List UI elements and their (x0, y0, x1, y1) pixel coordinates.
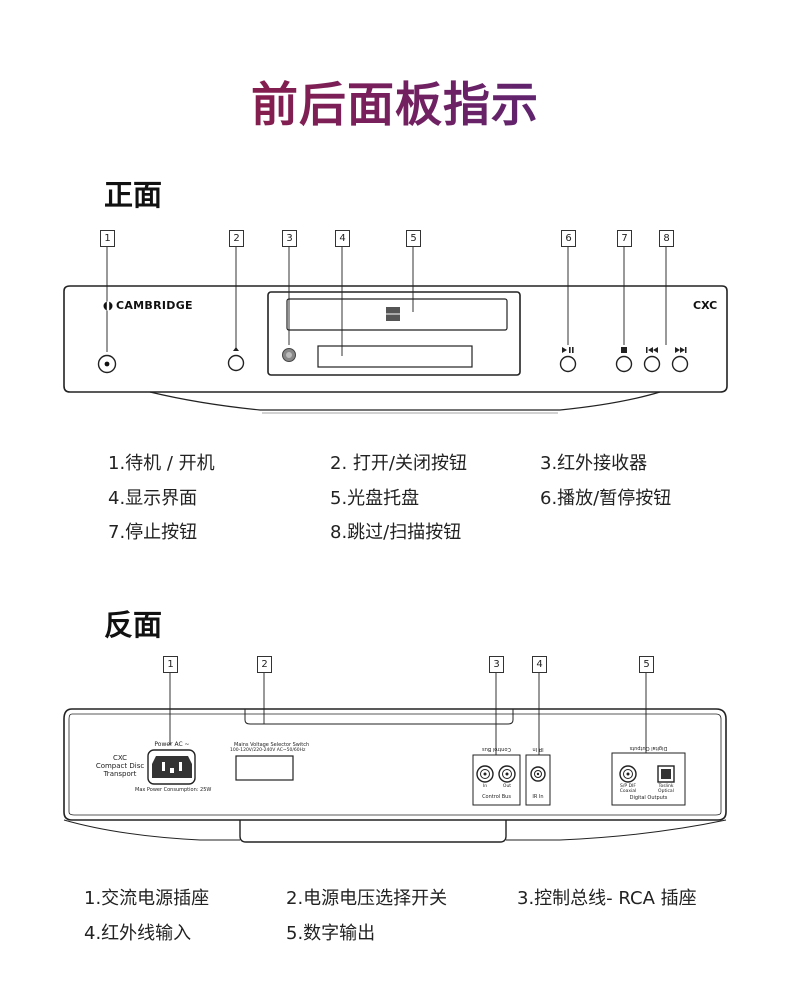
back-legend-item: 1.交流电源插座 (84, 888, 210, 909)
digital-outputs-panel (611, 752, 686, 806)
front-legend-item: 2. 打开/关闭按钮 (330, 453, 467, 474)
product-name: CXC (112, 754, 128, 762)
ir-in-top-label: IR In (532, 746, 544, 752)
front-model-label: CXC (693, 299, 718, 312)
disc-logo-icon (386, 307, 400, 321)
back-legend-item: 4.红外线输入 (84, 923, 192, 944)
ir-in-jack-icon (530, 766, 546, 782)
front-brand-label: CAMBRIDGE (116, 299, 193, 312)
back-legend-item: 2.电源电压选择开关 (286, 888, 448, 909)
stop-button-icon[interactable] (615, 347, 633, 373)
control-bus-panel (472, 754, 521, 806)
control-bus-out-label: Out (502, 784, 512, 789)
front-callout-8: 8 (659, 230, 674, 247)
back-legend-item: 3.控制总线- RCA 插座 (517, 888, 697, 909)
cambridge-logo-icon (103, 301, 113, 311)
front-legend-item: 1.待机 / 开机 (108, 453, 215, 474)
spdif-coaxial-jack-icon (619, 765, 637, 783)
voltage-spec-label: 100-120V/220-240V AC~50/60Hz (230, 748, 306, 753)
voltage-selector-switch-icon (235, 755, 294, 781)
front-legend-item: 4.显示界面 (108, 488, 198, 509)
product-line-3: Transport (103, 770, 137, 778)
front-legend-item: 7.停止按钮 (108, 522, 198, 543)
front-callout-7: 7 (617, 230, 632, 247)
back-legend-item: 5.数字输出 (286, 923, 376, 944)
toslink-label: Toslink Optical (654, 784, 678, 794)
spdif-label-text: S/P DIF (620, 784, 636, 789)
power-ac-label: Power AC ~ (154, 741, 190, 748)
page-title: 前后面板指示 (0, 66, 790, 135)
spdif-sub-text: Coaxial (619, 789, 637, 794)
control-bus-in-label: In (482, 784, 488, 789)
back-product-label: CXC Compact Disc Transport (92, 754, 148, 778)
ac-power-socket-icon (147, 749, 196, 785)
back-callout-2: 2 (257, 656, 272, 673)
play-pause-button-icon[interactable] (559, 347, 577, 373)
standby-button-icon[interactable] (97, 354, 117, 374)
digital-outputs-top-label: Digital Outputs (629, 745, 668, 751)
front-callout-2: 2 (229, 230, 244, 247)
power-consumption-label: Max Power Consumption: 25W (135, 787, 212, 793)
toslink-sub-text: Optical (658, 789, 674, 794)
front-callout-1: 1 (100, 230, 115, 247)
control-bus-in-jack-icon (476, 765, 494, 783)
skip-forward-button-icon[interactable] (671, 347, 689, 373)
voltage-selector-label: Mains Voltage Selector Switch (234, 742, 310, 748)
control-bus-top-label: Control Bus (482, 746, 511, 752)
front-legend-item: 8.跳过/扫描按钮 (330, 522, 462, 543)
product-line-2: Compact Disc (95, 762, 145, 770)
front-heading: 正面 (104, 178, 163, 212)
back-callout-5: 5 (639, 656, 654, 673)
digital-outputs-label: Digital Outputs (629, 795, 668, 801)
back-callout-3: 3 (489, 656, 504, 673)
toslink-optical-jack-icon (657, 765, 675, 783)
ir-receiver-icon (282, 348, 296, 362)
front-legend-item: 6.播放/暂停按钮 (540, 488, 672, 509)
back-callout-4: 4 (532, 656, 547, 673)
ir-in-panel (525, 754, 551, 806)
front-device-body (63, 285, 728, 414)
front-callout-6: 6 (561, 230, 576, 247)
toslink-label-text: Toslink (658, 784, 674, 789)
open-close-button-icon[interactable] (227, 347, 245, 372)
skip-back-button-icon[interactable] (643, 347, 661, 373)
front-legend-item: 3.红外接收器 (540, 453, 648, 474)
front-callout-3: 3 (282, 230, 297, 247)
front-legend-item: 5.光盘托盘 (330, 488, 420, 509)
ir-in-label: IR In (532, 794, 544, 800)
back-heading: 反面 (104, 608, 163, 642)
control-bus-label: Control Bus (482, 794, 511, 800)
front-callout-4: 4 (335, 230, 350, 247)
control-bus-out-jack-icon (498, 765, 516, 783)
front-callout-5: 5 (406, 230, 421, 247)
spdif-label: S/P DIF Coaxial (616, 784, 640, 794)
back-callout-1: 1 (163, 656, 178, 673)
back-device-body (63, 708, 727, 843)
